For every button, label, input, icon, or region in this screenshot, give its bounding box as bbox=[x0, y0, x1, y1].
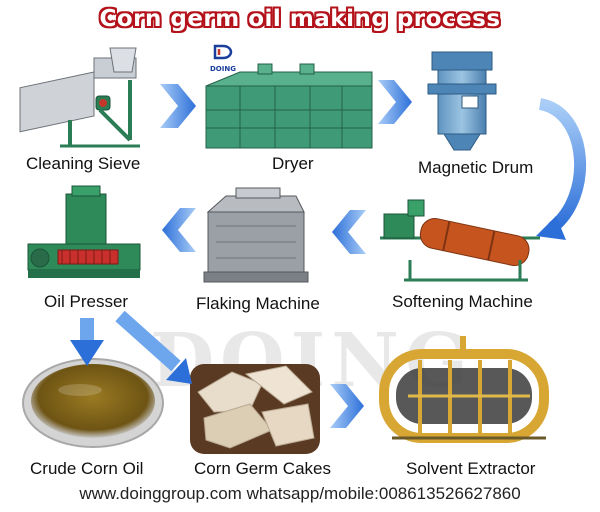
arrow-left-2 bbox=[162, 208, 196, 252]
arrow-right-3 bbox=[330, 384, 364, 428]
corn-germ-cakes-pile bbox=[190, 364, 320, 454]
arrow-right-2 bbox=[378, 80, 412, 124]
label-corn-germ-cakes: Corn Germ Cakes bbox=[194, 459, 331, 478]
arrow-left-1 bbox=[332, 210, 366, 254]
label-softening-machine: Softening Machine bbox=[392, 292, 533, 311]
oil-presser-machine bbox=[27, 185, 141, 278]
dryer-machine bbox=[205, 63, 373, 149]
doing-logo-icon bbox=[213, 44, 233, 60]
arrow-down-shaft bbox=[80, 318, 94, 342]
label-cleaning-sieve: Cleaning Sieve bbox=[26, 154, 141, 173]
label-magnetic-drum: Magnetic Drum bbox=[418, 158, 534, 177]
solvent-extractor-machine bbox=[379, 336, 549, 443]
label-solvent-extractor: Solvent Extractor bbox=[406, 459, 536, 478]
label-flaking-machine: Flaking Machine bbox=[196, 294, 320, 313]
footer-contact: www.doinggroup.com whatsapp/mobile:00861… bbox=[79, 484, 521, 503]
arrow-down-head bbox=[70, 340, 104, 366]
arrow-diagonal-shaft bbox=[115, 310, 181, 372]
doing-logo: DOING bbox=[208, 44, 238, 73]
label-oil-presser: Oil Presser bbox=[44, 292, 129, 311]
cleaning-sieve-machine bbox=[19, 47, 140, 148]
flaking-machine bbox=[203, 187, 309, 283]
arrow-right-1 bbox=[160, 84, 196, 128]
arrow-curve-down bbox=[538, 98, 587, 233]
crude-corn-oil-dish bbox=[22, 358, 164, 448]
arrow-diagonal-head bbox=[166, 358, 192, 384]
logo-text: DOING bbox=[210, 65, 236, 73]
page-title: Corn germ oil making process bbox=[99, 6, 501, 32]
magnetic-drum-machine bbox=[427, 51, 497, 151]
label-crude-corn-oil: Crude Corn Oil bbox=[30, 459, 144, 478]
label-dryer: Dryer bbox=[272, 154, 314, 173]
softening-machine bbox=[380, 199, 540, 282]
